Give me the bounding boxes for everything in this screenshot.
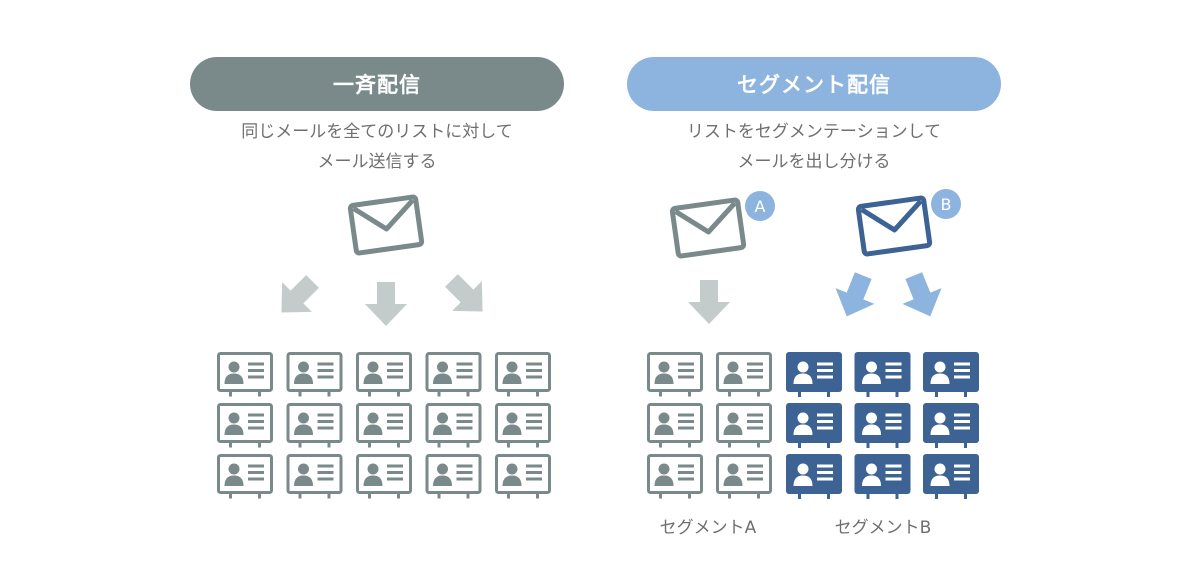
contact-card-icon [425,403,482,449]
contact-card-icon [647,403,703,449]
segment-description: リストをセグメンテーションして メールを出し分ける [584,117,1044,177]
broadcast-arrows [266,265,498,328]
segment-description-line-1: リストをセグメンテーションして [686,122,942,142]
down-arrow-icon [365,282,407,326]
broadcast-description-line-2: メール送信する [317,152,437,172]
badge-a-label: A [755,197,766,216]
down-arrow-icon [436,265,498,327]
segment-title-pill: セグメント配信 [627,57,1001,111]
contact-card-icon [716,454,772,500]
contact-card-icon [217,454,273,500]
contact-card-icon [495,403,551,449]
envelope-icon-a [672,200,744,257]
down-arrow-icon [894,267,950,325]
contact-card-icon [716,403,772,449]
contact-card-icon [647,352,703,398]
contact-card-icon [923,352,979,397]
contact-card-icon [786,454,842,499]
badge-icon-b: B [931,189,961,219]
contact-card-icon [854,403,911,448]
segment-a-label: セグメントA [659,518,757,538]
contact-card-icon [425,352,482,398]
contact-card-icon [923,403,979,448]
segment-title: セグメント配信 [737,73,891,97]
contact-card-icon [923,454,979,499]
contact-card-icon [356,454,412,500]
down-arrow-icon [266,266,328,328]
segment-b-card-grid [786,352,979,499]
envelope-icon-b [858,198,930,255]
broadcast-title-pill: 一斉配信 [190,57,564,111]
contact-card-icon [495,454,551,500]
contact-card-icon [286,352,343,398]
segment-a-card-grid [647,352,772,500]
broadcast-description: 同じメールを全てのリストに対して メール送信する [147,117,607,177]
contact-card-icon [854,454,911,499]
broadcast-description-line-1: 同じメールを全てのリストに対して [241,122,513,142]
contact-card-icon [716,352,772,398]
contact-card-icon [356,352,412,398]
broadcast-card-grid [217,352,551,500]
contact-card-icon [217,403,273,449]
badge-icon-a: A [745,191,775,221]
segment-b-label: セグメントB [834,518,932,538]
down-arrow-icon [688,280,730,324]
contact-card-icon [217,352,273,398]
contact-card-icon [495,352,551,398]
badge-b-label: B [941,195,952,214]
contact-card-icon [425,454,482,500]
segment-description-line-2: メールを出し分ける [737,152,891,172]
contact-card-icon [786,352,842,397]
contact-card-icon [356,403,412,449]
contact-card-icon [854,352,911,397]
segment-b-arrows [827,267,950,325]
envelope-icon [350,197,422,254]
contact-card-icon [647,454,703,500]
contact-card-icon [286,403,343,449]
broadcast-title: 一斉配信 [333,73,421,97]
contact-card-icon [786,403,842,448]
contact-card-icon [286,454,343,500]
down-arrow-icon [827,267,883,325]
